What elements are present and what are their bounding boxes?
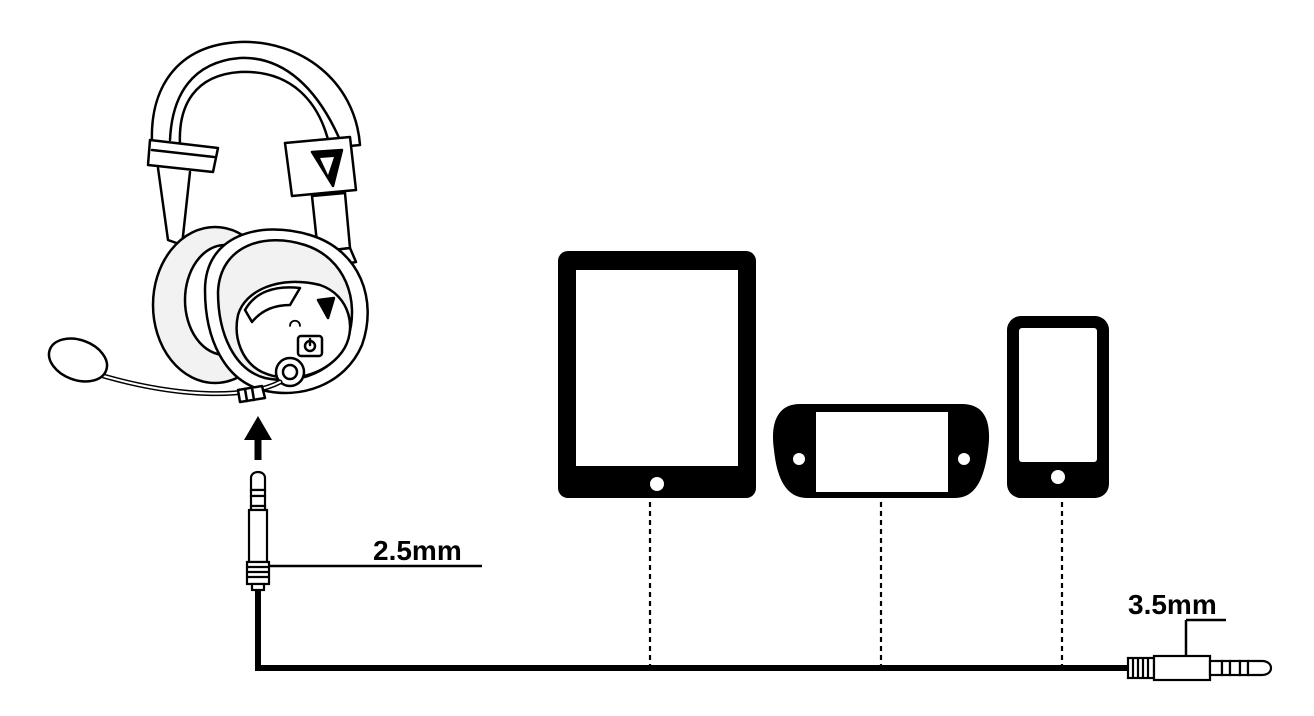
- main-cable: [255, 590, 1130, 671]
- smartphone-screen: [1019, 328, 1097, 462]
- console-screen: [816, 412, 948, 492]
- mic-foam: [47, 337, 109, 383]
- tablet-screen: [576, 270, 738, 466]
- label-2-5mm: 2.5mm: [373, 535, 462, 566]
- plug-3-5mm: [1126, 654, 1273, 682]
- label-3-5mm: 3.5mm: [1128, 589, 1217, 620]
- cup-logo-icon: [316, 296, 336, 320]
- headset-illustration: [47, 40, 369, 404]
- left-band-clip: [146, 138, 220, 174]
- plug-2-5mm: [245, 470, 271, 592]
- label-3-5mm-callout: 3.5mm: [1128, 589, 1226, 656]
- handheld-console-device: [773, 404, 990, 498]
- label-2-5mm-callout: 2.5mm: [269, 535, 482, 568]
- tablet-device: [558, 251, 756, 498]
- console-right-button-icon: [958, 453, 970, 465]
- smartphone-home-button-icon: [1051, 470, 1065, 484]
- connection-arrow-icon: [244, 416, 272, 460]
- console-left-button-icon: [793, 453, 805, 465]
- smartphone-device: [1007, 316, 1109, 498]
- tablet-home-button-icon: [650, 477, 664, 491]
